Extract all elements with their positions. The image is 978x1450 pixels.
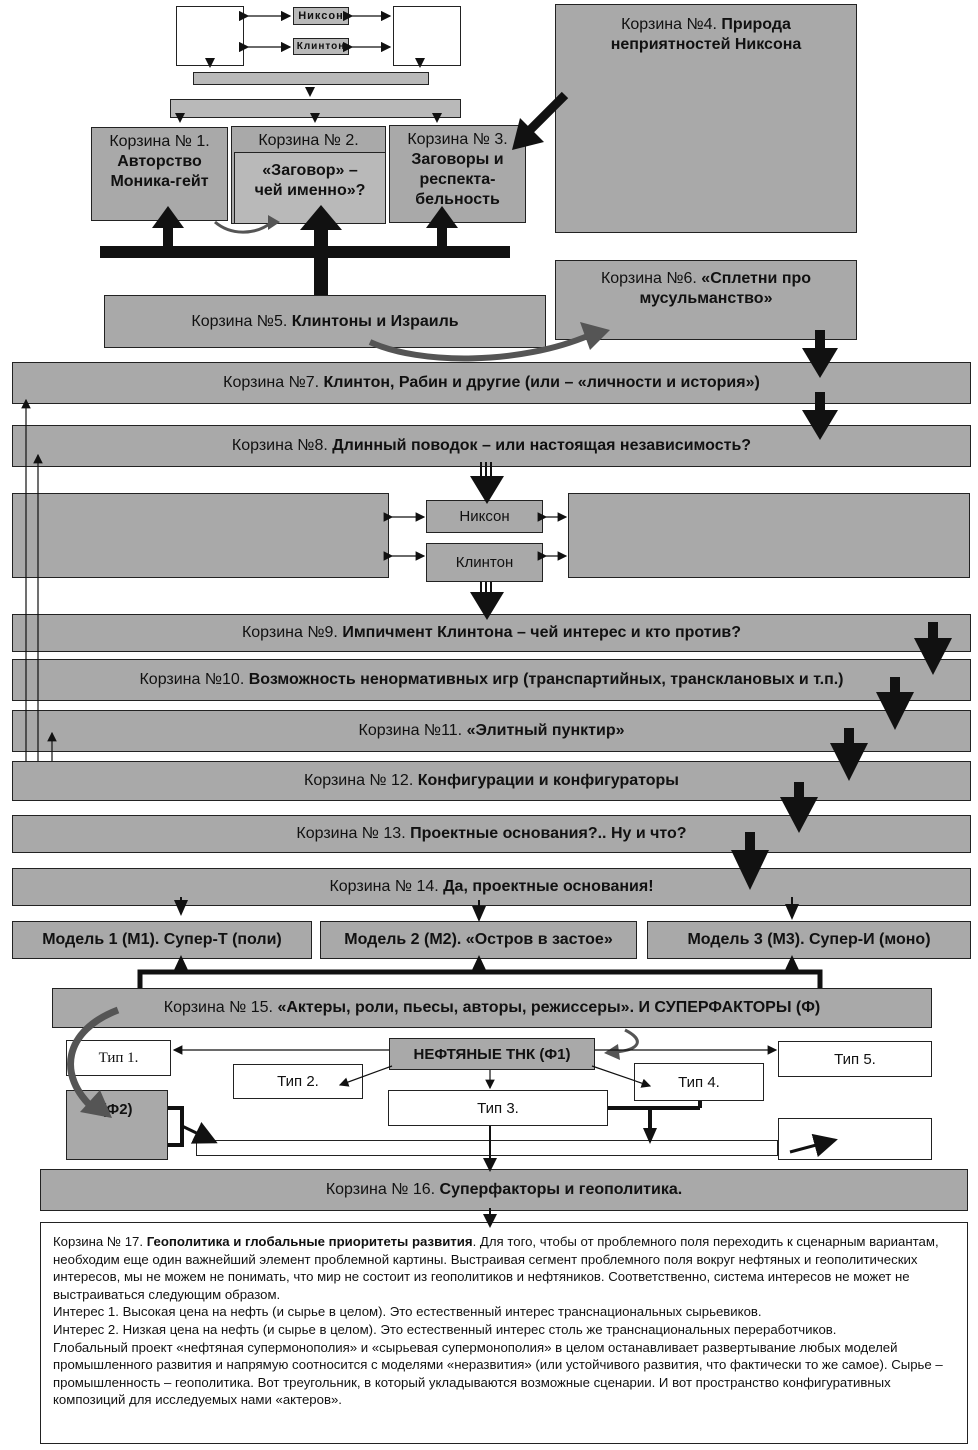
basket-1: Корзина № 1. Авторство Моника-гейт — [91, 127, 228, 221]
model-2: Модель 2 (М2). «Остров в застое» — [320, 921, 637, 959]
basket-14: Корзина № 14. Да, проектные основания! — [12, 868, 971, 906]
basket-8: Корзина №8. Длинный поводок – или настоя… — [12, 425, 971, 467]
basket-17-paragraph-3: Интерес 2. Низкая цена на нефть (и сырье… — [53, 1321, 837, 1337]
factor-f2: (Ф2) — [66, 1090, 168, 1160]
arrow-basket4-to-3 — [512, 118, 544, 150]
model-3: Модель 3 (М3). Супер-И (моно) — [647, 921, 971, 959]
arrow-curve-f1 — [604, 1044, 620, 1060]
arrow-14-m2 — [472, 906, 486, 922]
factor-right-box — [778, 1118, 932, 1160]
middle-right-box — [568, 493, 970, 578]
middle-clinton-box: Клинтон — [426, 543, 543, 582]
arrow-f1-type4 — [591, 1065, 652, 1088]
arrow-tri-1 — [205, 58, 215, 68]
type-4: Тип 4. — [634, 1063, 764, 1101]
arrow-up-m2 — [472, 955, 486, 970]
arrow-tri-3 — [305, 87, 315, 97]
basket-5: Корзина №5. Клинтоны и Израиль — [104, 295, 546, 348]
arrow-down-to-7 — [802, 348, 838, 378]
basket-13: Корзина № 13. Проектные основания?.. Ну … — [12, 815, 971, 853]
basket-11: Корзина №11. «Элитный пунктир» — [12, 710, 971, 752]
basket-12: Корзина № 12. Конфигурации и конфигурато… — [12, 761, 971, 801]
arrow-tri-6 — [432, 113, 442, 123]
arrow-14-m3 — [785, 904, 799, 920]
arrow-down-to-9 — [470, 592, 504, 620]
arrow-down-to-nixon — [470, 476, 504, 504]
model-1: Модель 1 (М1). Супер-Т (поли) — [12, 921, 312, 959]
basket-17-paragraph-4: Глобальный проект «нефтяная супермонопол… — [53, 1339, 943, 1408]
basket-17-paragraph-2: Интерес 1. Высокая цена на нефть (и сырь… — [53, 1304, 762, 1320]
type-5: Тип 5. — [778, 1041, 932, 1077]
basket-17-text: Корзина № 17. Геополитика и глобальные п… — [40, 1222, 968, 1444]
top-left-box — [176, 6, 244, 66]
middle-left-box — [12, 493, 389, 578]
arrow-f2-wide — [181, 1122, 218, 1144]
arrow-tri-5 — [310, 113, 320, 123]
bracket-f2 — [168, 1106, 184, 1147]
arrow-curve-basket-2 — [268, 215, 280, 230]
arrow-down-to-17 — [483, 1214, 497, 1228]
arrow-14-m1 — [174, 900, 188, 916]
arrow-f1-type2 — [338, 1065, 393, 1087]
middle-nixon-box: Никсон — [426, 500, 543, 533]
basket-9: Корзина №9. Импичмент Клинтона – чей инт… — [12, 614, 971, 652]
arrow-type4-down — [643, 1128, 657, 1144]
basket-16: Корзина № 16. Суперфакторы и геополитика… — [40, 1169, 968, 1211]
arrow-down-to-8 — [802, 410, 838, 440]
basket-4: Корзина №4. Корзина №4. Природа неприятн… — [555, 4, 857, 233]
top-clinton-box: Клинтон — [293, 38, 349, 55]
arrow-down-to-16 — [483, 1158, 497, 1172]
arrow-to-right-box — [789, 1133, 838, 1158]
basket-10: Корзина №10. Возможность ненормативных и… — [12, 659, 971, 701]
basket-2-inner: «Заговор» – чей именно»? — [234, 152, 386, 224]
top-nixon-box: Никсон — [293, 7, 349, 25]
arrow-up-m3 — [785, 955, 799, 970]
arrow-up-basket-2 — [300, 205, 342, 230]
arrow-step-13-14 — [731, 850, 769, 890]
basket-6: Корзина №6. «Сплетни про мусульманство» — [555, 260, 857, 340]
arrow-step-11-12 — [830, 743, 868, 781]
arrow-up-basket-1 — [152, 206, 184, 228]
arrow-up-m1 — [174, 955, 188, 970]
arrow-step-10-11 — [876, 692, 914, 730]
factor-wide-box — [196, 1140, 778, 1156]
arrow-step-12-13 — [780, 797, 818, 833]
arrow-up-basket-3 — [426, 206, 458, 228]
basket-15: Корзина № 15. «Актеры, роли, пьесы, авто… — [52, 988, 932, 1028]
arrow-tri-4 — [175, 113, 185, 123]
factor-f1: НЕФТЯНЫЕ ТНК (Ф1) — [389, 1038, 595, 1070]
thick-bar — [100, 246, 510, 258]
top-right-box — [393, 6, 461, 66]
arrow-step-9-10 — [914, 638, 952, 675]
basket-3: Корзина № 3. Заговоры и респекта-бельнос… — [389, 125, 526, 223]
bracket-15-models — [137, 969, 823, 988]
top-bar-1 — [193, 72, 429, 85]
type-1: Тип 1. — [66, 1040, 171, 1076]
arrow-tri-2 — [415, 58, 425, 68]
basket-17-paragraph-1: Корзина № 17. Геополитика и глобальные п… — [53, 1234, 939, 1302]
arrow-curve-basket-5-to-6 — [580, 322, 610, 350]
arrow-curve-15-f2 — [80, 1090, 112, 1118]
type-3: Тип 3. — [388, 1090, 608, 1126]
basket-7: Корзина №7. Клинтон, Рабин и другие (или… — [12, 362, 971, 404]
